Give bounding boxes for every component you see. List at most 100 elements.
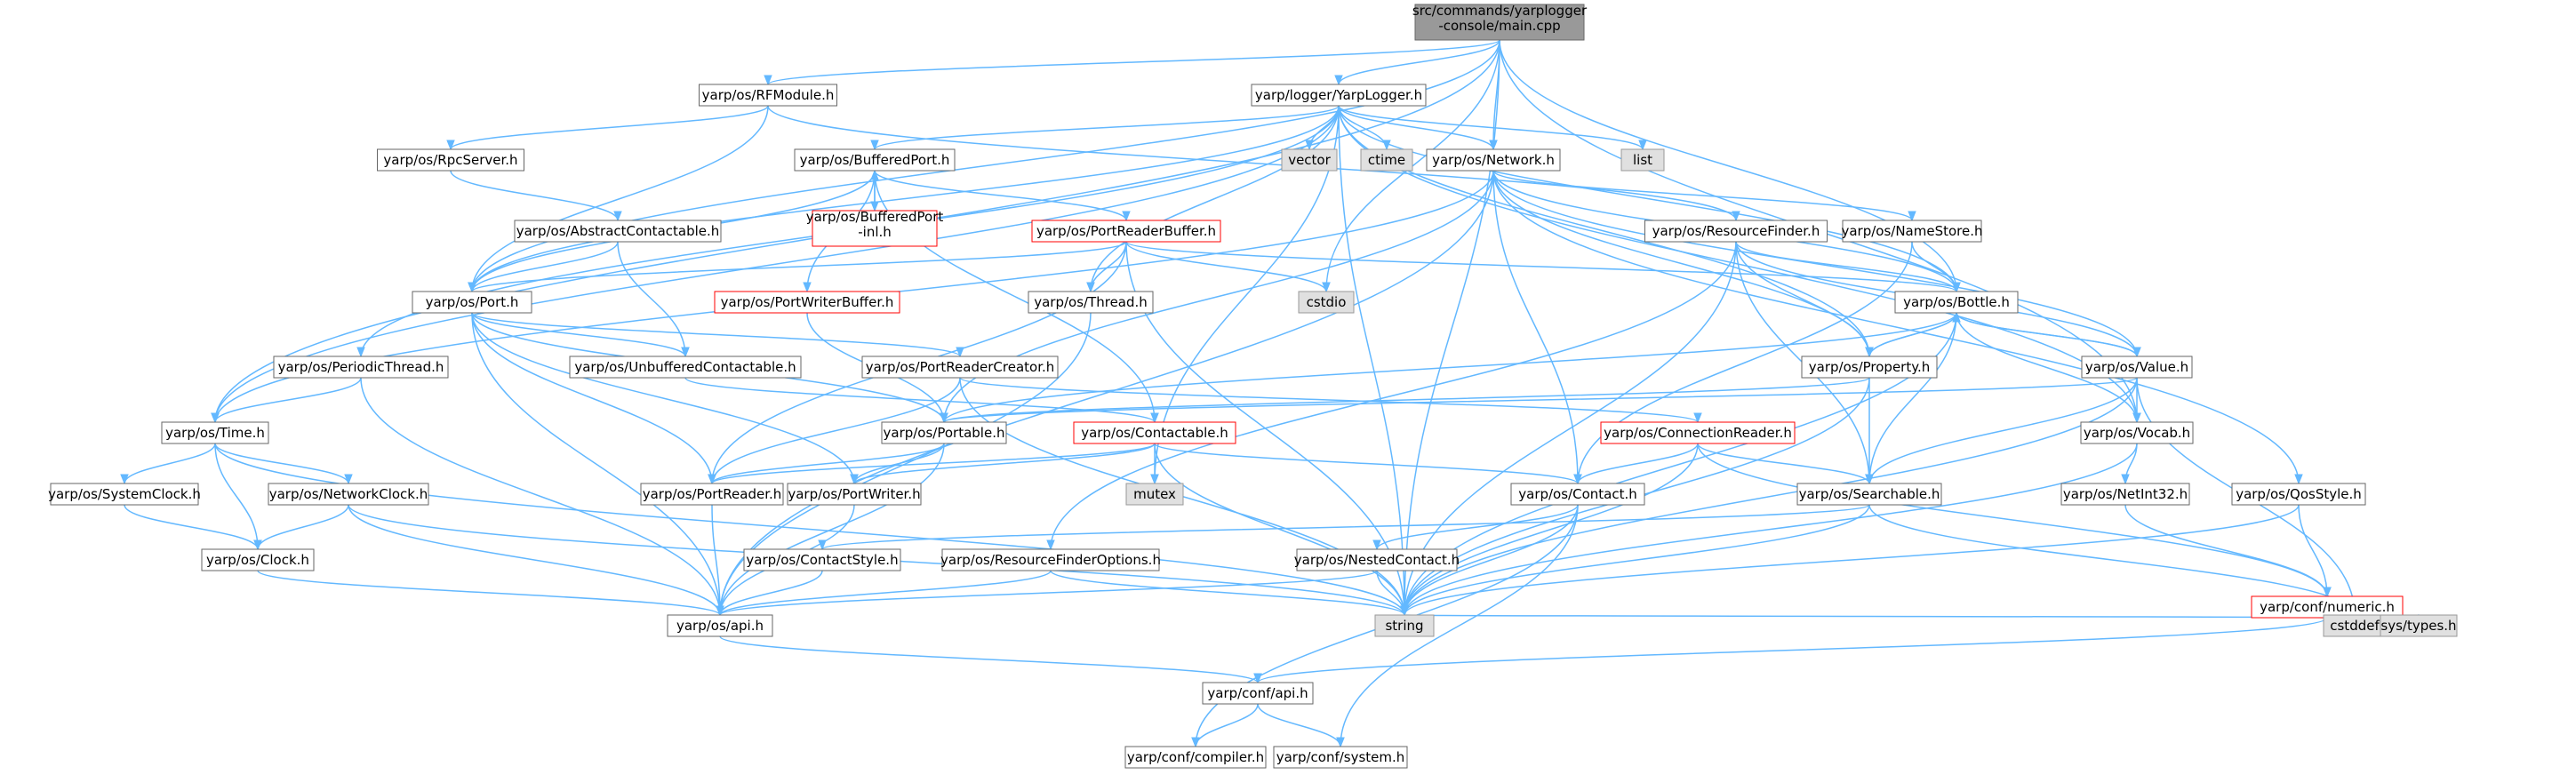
node-network[interactable]: yarp/os/Network.h	[1426, 148, 1561, 172]
edge-arrowhead	[764, 75, 772, 86]
edge-line	[1868, 312, 1957, 357]
node-confapi[interactable]: yarp/conf/api.h	[1202, 682, 1314, 705]
edge-line	[214, 443, 349, 484]
node-rpcserver[interactable]: yarp/os/RpcServer.h	[377, 148, 524, 172]
edge-line	[471, 312, 961, 357]
edge-line	[1868, 377, 2138, 484]
node-osapi[interactable]: yarp/os/api.h	[667, 614, 773, 637]
edge-portreaderbuffer-to-cstdio	[1125, 241, 1331, 293]
node-label: list	[1633, 152, 1652, 168]
node-portwriter[interactable]: yarp/os/PortWriter.h	[787, 483, 922, 506]
node-box	[812, 210, 938, 247]
node-property[interactable]: yarp/os/Property.h	[1801, 356, 1938, 379]
node-box	[667, 614, 773, 637]
node-bufportinl[interactable]: yarp/os/BufferedPort-inl.h	[806, 209, 944, 247]
node-label: yarp/logger/YarpLogger.h	[1255, 87, 1422, 103]
edge-line	[1577, 241, 1913, 484]
edge-arrowhead	[1150, 412, 1159, 424]
edge-property-to-portable	[940, 377, 1870, 424]
node-box	[1073, 421, 1236, 444]
node-connreader[interactable]: yarp/os/ConnectionReader.h	[1600, 421, 1796, 444]
node-label: yarp/os/api.h	[676, 618, 764, 634]
node-abscontact[interactable]: yarp/os/AbstractContactable.h	[514, 220, 722, 243]
node-resourcefinder[interactable]: yarp/os/ResourceFinder.h	[1644, 220, 1828, 243]
edge-connreader-to-searchable	[1697, 443, 1874, 485]
edge-main-to-string	[1400, 39, 1500, 617]
node-numeric[interactable]: yarp/conf/numeric.h	[2251, 595, 2404, 619]
node-label: yarp/os/NameStore.h	[1841, 223, 1982, 239]
node-label: yarp/os/ConnectionReader.h	[1604, 425, 1792, 441]
edge-yarplogger-to-bottle	[1338, 105, 1961, 293]
node-box	[1426, 148, 1561, 172]
node-box	[1414, 4, 1585, 41]
node-ctime: ctime	[1360, 148, 1413, 172]
edge-unbufcontact-to-contactable	[684, 377, 1159, 424]
node-bufferedport[interactable]: yarp/os/BufferedPort.h	[794, 148, 956, 172]
node-box	[941, 548, 1160, 571]
node-box	[1801, 356, 1938, 379]
node-contactable[interactable]: yarp/os/Contactable.h	[1073, 421, 1236, 444]
edge-arrowhead	[850, 474, 859, 485]
node-portable[interactable]: yarp/os/Portable.h	[881, 421, 1007, 444]
node-sysclock[interactable]: yarp/os/SystemClock.h	[48, 483, 201, 506]
edge-clock-to-osapi	[257, 570, 724, 617]
node-nestedcontact[interactable]: yarp/os/NestedContact.h	[1294, 548, 1460, 571]
edge-line	[719, 570, 823, 616]
node-thread[interactable]: yarp/os/Thread.h	[1028, 291, 1154, 314]
node-label: yarp/os/PortReader.h	[643, 486, 782, 502]
edge-line	[348, 504, 721, 616]
node-searchable[interactable]: yarp/os/Searchable.h	[1796, 483, 1942, 506]
edge-line	[1257, 703, 1341, 747]
node-port[interactable]: yarp/os/Port.h	[412, 291, 532, 314]
edge-network-to-namestore	[1492, 170, 1916, 222]
node-portwriterbuffer[interactable]: yarp/os/PortWriterBuffer.h	[714, 291, 900, 314]
node-label: yarp/os/Vocab.h	[2084, 425, 2190, 441]
node-system[interactable]: yarp/conf/system.h	[1273, 746, 1408, 769]
edge-line	[1404, 377, 2138, 616]
edge-line	[1125, 241, 1957, 292]
node-clock[interactable]: yarp/os/Clock.h	[201, 548, 315, 571]
node-periodicthread[interactable]: yarp/os/PeriodicThread.h	[273, 356, 449, 379]
edge-main-to-rfmodule	[764, 39, 1500, 86]
node-label: cstdio	[1307, 294, 1347, 310]
node-yarplogger[interactable]: yarp/logger/YarpLogger.h	[1251, 84, 1427, 107]
node-label: yarp/conf/api.h	[1207, 685, 1308, 701]
node-label: yarp/os/Searchable.h	[1799, 486, 1940, 502]
edge-arrowhead	[2323, 587, 2332, 598]
edge-contactable-to-portwriter	[850, 443, 1156, 485]
node-time[interactable]: yarp/os/Time.h	[161, 421, 269, 444]
node-compiler[interactable]: yarp/conf/compiler.h	[1124, 746, 1267, 769]
node-rfmodule[interactable]: yarp/os/RFModule.h	[699, 84, 837, 107]
edge-line	[874, 105, 1340, 150]
edge-line	[711, 443, 945, 484]
edge-line	[719, 443, 945, 616]
node-main[interactable]: src/commands/yarplogger-console/main.cpp	[1412, 3, 1588, 41]
edge-arrowhead	[1400, 605, 1409, 617]
edge-line	[719, 635, 1259, 683]
node-label: yarp/os/Thread.h	[1034, 294, 1148, 310]
edge-line	[1050, 570, 1405, 616]
node-qosstyle[interactable]: yarp/os/QosStyle.h	[2231, 483, 2366, 506]
node-rfoptions[interactable]: yarp/os/ResourceFinderOptions.h	[940, 548, 1161, 571]
node-label: yarp/os/PortWriterBuffer.h	[721, 294, 894, 310]
node-cstddef: cstddef	[2323, 614, 2387, 637]
node-netint32[interactable]: yarp/os/NetInt32.h	[2060, 483, 2190, 506]
edge-line	[450, 170, 619, 221]
node-bottle[interactable]: yarp/os/Bottle.h	[1894, 291, 2019, 314]
node-namestore[interactable]: yarp/os/NameStore.h	[1841, 220, 1983, 243]
node-portreader[interactable]: yarp/os/PortReader.h	[640, 483, 784, 506]
edge-line	[1577, 443, 1699, 484]
node-vocab[interactable]: yarp/os/Vocab.h	[2080, 421, 2194, 444]
node-unbufcontact[interactable]: yarp/os/UnbufferedContactable.h	[569, 356, 802, 379]
node-contact[interactable]: yarp/os/Contact.h	[1510, 483, 1645, 506]
node-value[interactable]: yarp/os/Value.h	[2081, 356, 2193, 379]
edge-network-to-qosstyle	[1492, 170, 2303, 485]
edge-qosstyle-to-numeric	[2298, 504, 2332, 598]
node-portreadercreator[interactable]: yarp/os/PortReaderCreator.h	[861, 356, 1059, 379]
node-box	[161, 421, 269, 444]
node-portreaderbuffer[interactable]: yarp/os/PortReaderBuffer.h	[1031, 220, 1221, 243]
node-box	[881, 421, 1007, 444]
edge-line	[684, 377, 1156, 423]
node-netclock[interactable]: yarp/os/NetworkClock.h	[268, 483, 429, 506]
node-contactstyle[interactable]: yarp/os/ContactStyle.h	[743, 548, 901, 571]
